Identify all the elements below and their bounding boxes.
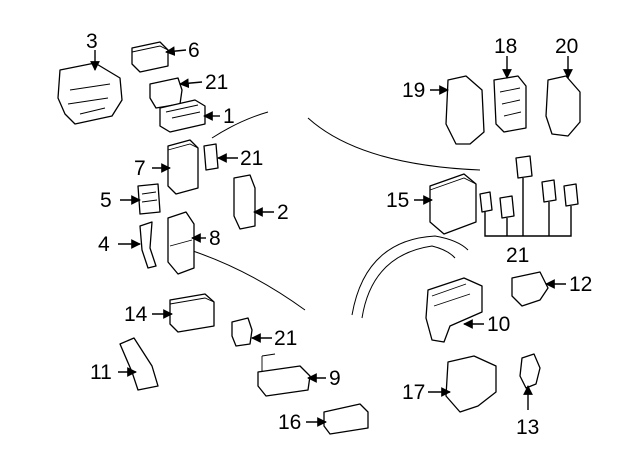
callout-21-a: 21 [205,71,228,94]
part-13-bracket [519,353,541,389]
callout-17: 17 [402,381,425,404]
callout-9: 9 [329,367,341,390]
callout-10: 10 [487,313,510,336]
callout-16: 16 [278,411,301,434]
callout-5: 5 [100,189,112,212]
callout-7: 7 [134,157,146,180]
part-17-tray [445,355,497,413]
callout-21-d: 21 [506,244,529,267]
part-11-bracket [119,337,159,391]
wheel-arch-outer [351,235,469,316]
callout-12: 12 [569,273,592,296]
wire-curve-top-right [307,117,481,171]
callout-11: 11 [90,361,112,384]
part-6-relay [131,41,169,73]
part-18-cover-plate [493,75,527,133]
part-14-box [169,293,215,333]
callout-6: 6 [188,39,200,62]
callout-19: 19 [402,79,425,102]
part-15-junction-box [429,173,477,235]
part-8-module [167,211,195,275]
leader-21a [179,78,203,89]
callout-21-b: 21 [240,147,263,170]
part-5-fuse [137,183,161,215]
callout-20: 20 [555,35,578,58]
callout-3: 3 [86,30,98,53]
callout-21-c: 21 [274,327,297,350]
part-3-bracket [57,62,123,125]
part-7-relay [167,139,199,195]
wire-curve-middle [189,249,306,311]
callout-13: 13 [516,416,539,439]
part-21-relay-b [203,143,219,171]
callout-15: 15 [386,189,409,212]
part-21-relays-d [479,155,579,237]
wheel-arch-inner [361,245,456,319]
part-9-tray [257,353,311,397]
part-1-fuse-block [159,99,206,133]
part-20-housing [545,75,581,137]
part-12-bracket [511,271,549,307]
part-2-relay [233,174,256,230]
part-16-cover [323,403,369,435]
wire-curve-top-left [211,111,269,139]
callout-8: 8 [209,227,221,250]
part-10-relay-box [425,277,483,343]
callout-14: 14 [124,303,148,326]
callout-2: 2 [277,201,289,224]
callout-1: 1 [223,105,235,128]
callout-18: 18 [494,35,517,58]
callout-4: 4 [98,233,110,256]
leader-6 [165,46,187,56]
part-19-housing [445,75,485,145]
part-21-relay-c [231,317,253,347]
part-4-clip [139,221,157,269]
